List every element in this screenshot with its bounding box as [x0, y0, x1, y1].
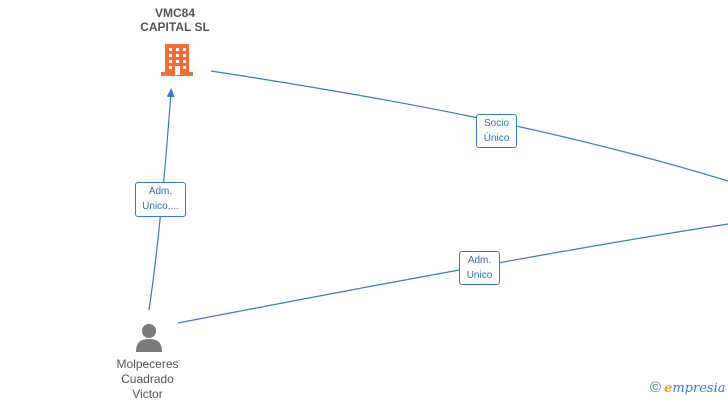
- person-icon[interactable]: [136, 324, 162, 352]
- copyright-symbol: ©: [650, 379, 662, 396]
- building-icon[interactable]: [161, 44, 193, 76]
- company-name-line2: CAPITAL SL: [140, 20, 210, 34]
- person-name-line3: Victor: [132, 387, 163, 401]
- edge-label-line2: Único: [483, 133, 510, 144]
- person-name-line1: Molpeceres: [116, 357, 179, 371]
- edge-label-line2: Unico: [466, 270, 493, 281]
- company-name-line1: VMC84: [154, 6, 195, 20]
- person-node-label[interactable]: Molpeceres Cuadrado Victor: [95, 357, 200, 402]
- person-name-line2: Cuadrado: [121, 372, 174, 386]
- edge-label-line1: Socio: [483, 118, 509, 129]
- edge-company-to-offscreen: [210, 70, 728, 182]
- edge-label-line1: Adm.: [467, 255, 492, 266]
- edge-label-line1: Adm.: [148, 186, 173, 197]
- brand-name: mpresia: [672, 381, 726, 396]
- empresia-watermark: ©empresia: [650, 379, 725, 396]
- edge-label-adm-unico-offscreen[interactable]: Adm. Unico: [459, 251, 500, 285]
- edge-person-to-offscreen: [177, 223, 728, 324]
- brand-logo-e: e: [664, 381, 673, 396]
- edge-label-adm-unico-company[interactable]: Adm. Unico,...: [135, 182, 186, 217]
- company-node-label[interactable]: VMC84 CAPITAL SL: [120, 6, 230, 34]
- edge-label-line2: Unico,...: [142, 201, 179, 212]
- edge-label-socio-unico[interactable]: Socio Único: [476, 114, 517, 148]
